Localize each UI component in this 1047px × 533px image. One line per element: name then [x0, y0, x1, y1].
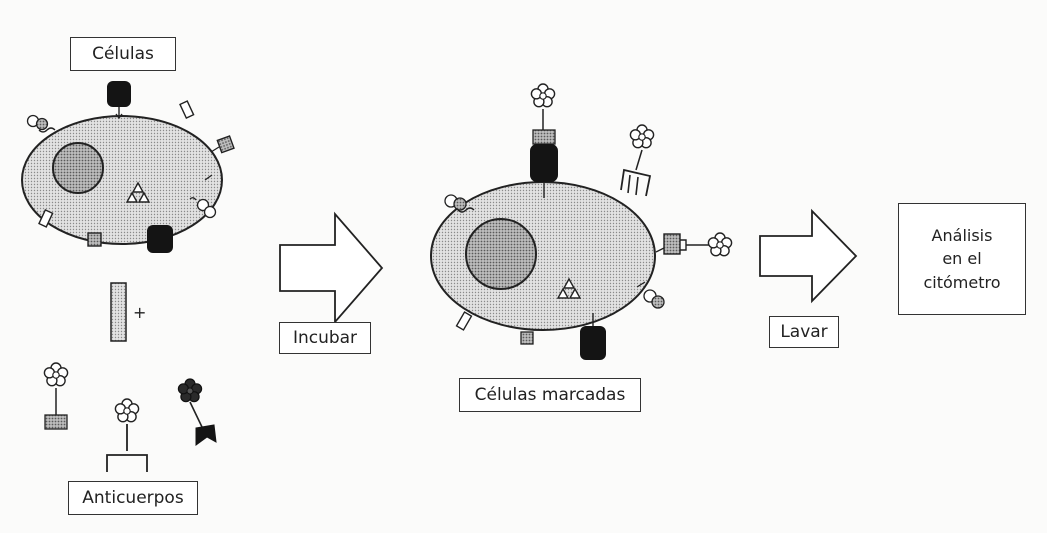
labeled-receptor-bar-left [457, 312, 472, 330]
analysis-line-3: citómetro [923, 271, 1000, 294]
receptor-bar-topright [180, 101, 194, 118]
antibody-fluor-dark [178, 379, 216, 445]
incubate-label: Incubar [279, 322, 371, 354]
blocker-bar [111, 283, 126, 341]
labeled-receptor-top [530, 84, 558, 198]
labeled-receptor-circles-right [644, 290, 664, 308]
cytometer-analysis-box: Análisis en el citómetro [898, 203, 1026, 315]
receptor-square-right [211, 136, 234, 153]
labeled-receptor-square-bottom [521, 332, 533, 344]
receptor-circles-topleft [28, 116, 56, 133]
arrow-incubate [280, 214, 382, 322]
antibody-fluor-2 [107, 399, 147, 472]
unlabeled-cell [22, 116, 222, 244]
receptor-square-bottom [88, 233, 101, 246]
arrow-wash [760, 211, 856, 301]
receptor-dark-bottom [147, 225, 173, 253]
labeled-cell-nucleus [466, 219, 536, 289]
nucleus [53, 143, 103, 193]
cells-label: Células [70, 37, 176, 71]
analysis-line-1: Análisis [932, 224, 993, 247]
labeled-receptor-topright [621, 125, 654, 196]
analysis-line-2: en el [942, 247, 981, 270]
antibodies-label: Anticuerpos [68, 481, 198, 515]
wash-label: Lavar [769, 316, 839, 348]
plus-sign: + [133, 303, 146, 322]
receptor-dark-top [107, 81, 131, 118]
antibody-fluor-1 [44, 363, 67, 429]
labeled-cells-label: Células marcadas [459, 378, 641, 412]
labeled-receptor-right [656, 233, 732, 256]
